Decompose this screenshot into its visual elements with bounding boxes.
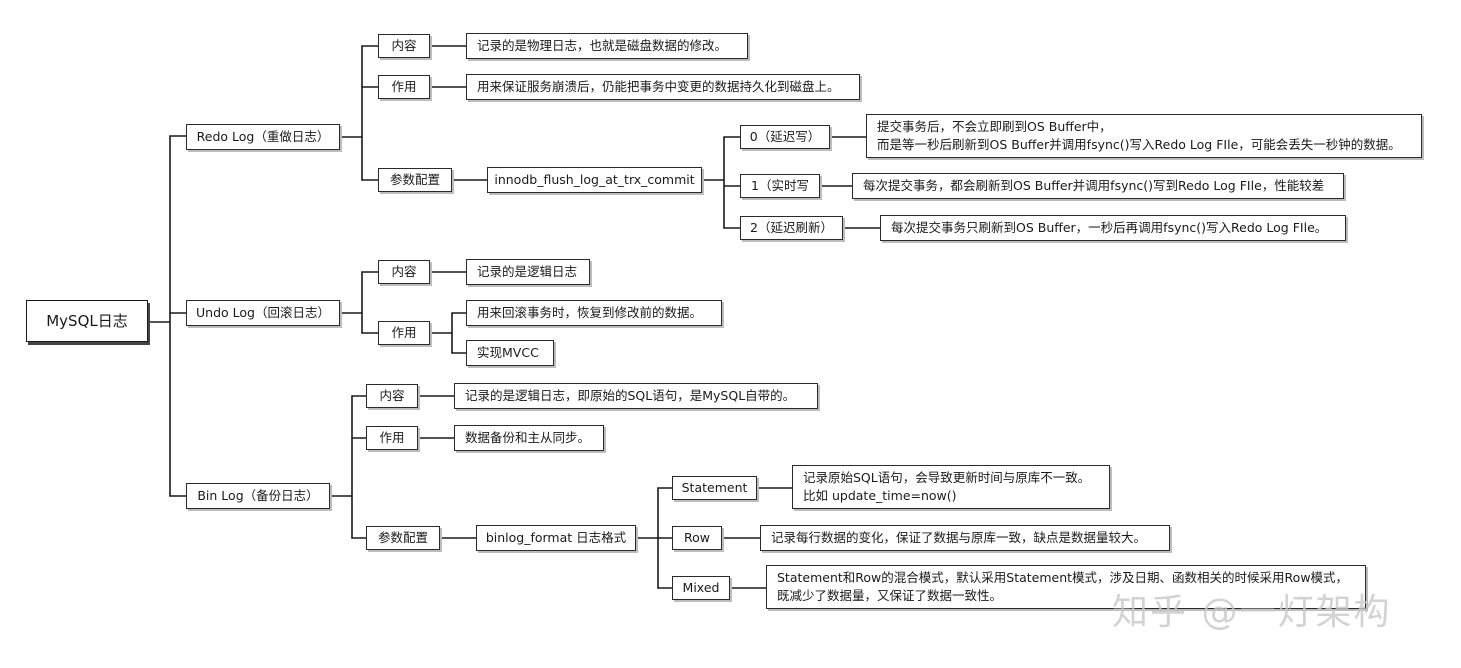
redo-param-node: innodb_flush_log_at_trx_commit (487, 167, 702, 193)
undo-purpose-text-2: 实现MVCC (466, 340, 554, 366)
redo-option-0-line-2: 而是等一秒后刷新到OS Buffer并调用fsync()写入Redo Log F… (877, 137, 1401, 152)
redo-option-1-label: 1（实时写 (740, 174, 820, 198)
redo-option-0-text: 提交事务后，不会立即刷到OS Buffer中， 而是等一秒后刷新到OS Buff… (866, 114, 1422, 158)
bin-purpose-text: 数据备份和主从同步。 (454, 425, 604, 451)
bin-log-node: Bin Log（备份日志） (186, 483, 330, 509)
bin-content-label: 内容 (366, 384, 418, 408)
undo-content-label: 内容 (378, 260, 430, 284)
redo-content-text: 记录的是物理日志，也就是磁盘数据的修改。 (466, 33, 748, 59)
redo-content-label: 内容 (378, 34, 430, 58)
bin-mixed-text: Statement和Row的混合模式，默认采用Statement模式，涉及日期、… (766, 565, 1366, 609)
bin-mixed-line-2: 既减少了数据量，又保证了数据一致性。 (777, 588, 1003, 603)
redo-option-1-text: 每次提交事务，都会刷新到OS Buffer并调用fsync()写到Redo Lo… (852, 173, 1344, 199)
bin-mixed-line-1: Statement和Row的混合模式，默认采用Statement模式，涉及日期、… (777, 570, 1349, 585)
bin-row-text: 记录每行数据的变化，保证了数据与原库一致，缺点是数据量较大。 (760, 525, 1170, 551)
bin-row-label: Row (672, 526, 722, 550)
redo-option-0-label: 0（延迟写） (740, 125, 830, 149)
bin-purpose-label: 作用 (366, 426, 418, 450)
redo-option-2-text: 每次提交事务只刷新到OS Buffer，一秒后再调用fsync()写入Redo … (880, 215, 1346, 241)
bin-param-node: binlog_format 日志格式 (476, 525, 636, 551)
root-node-mysql-log: MySQL日志 (26, 300, 148, 342)
bin-mixed-label: Mixed (672, 576, 730, 600)
bin-statement-text: 记录原始SQL语句，会导致更新时间与原库不一致。 比如 update_time=… (792, 465, 1110, 509)
bin-statement-label: Statement (672, 476, 757, 500)
redo-purpose-label: 作用 (378, 75, 430, 99)
bin-config-label: 参数配置 (366, 526, 440, 550)
redo-config-label: 参数配置 (378, 168, 452, 192)
bin-statement-line-1: 记录原始SQL语句，会导致更新时间与原库不一致。 (803, 470, 1091, 485)
watermark-text: 知乎 @一灯架构 (1112, 592, 1392, 633)
bin-statement-line-2: 比如 update_time=now() (803, 488, 957, 503)
undo-log-node: Undo Log（回滚日志） (186, 300, 340, 326)
undo-purpose-text-1: 用来回滚事务时，恢复到修改前的数据。 (466, 300, 722, 326)
undo-purpose-label: 作用 (378, 321, 430, 345)
redo-option-0-line-1: 提交事务后，不会立即刷到OS Buffer中， (877, 119, 1112, 134)
bin-content-text: 记录的是逻辑日志，即原始的SQL语句，是MySQL自带的。 (454, 383, 818, 409)
undo-content-text: 记录的是逻辑日志 (466, 259, 590, 285)
redo-purpose-text: 用来保证服务崩溃后，仍能把事务中变更的数据持久化到磁盘上。 (466, 74, 860, 100)
redo-log-node: Redo Log（重做日志） (186, 124, 340, 150)
redo-option-2-label: 2（延迟刷新） (740, 216, 843, 240)
